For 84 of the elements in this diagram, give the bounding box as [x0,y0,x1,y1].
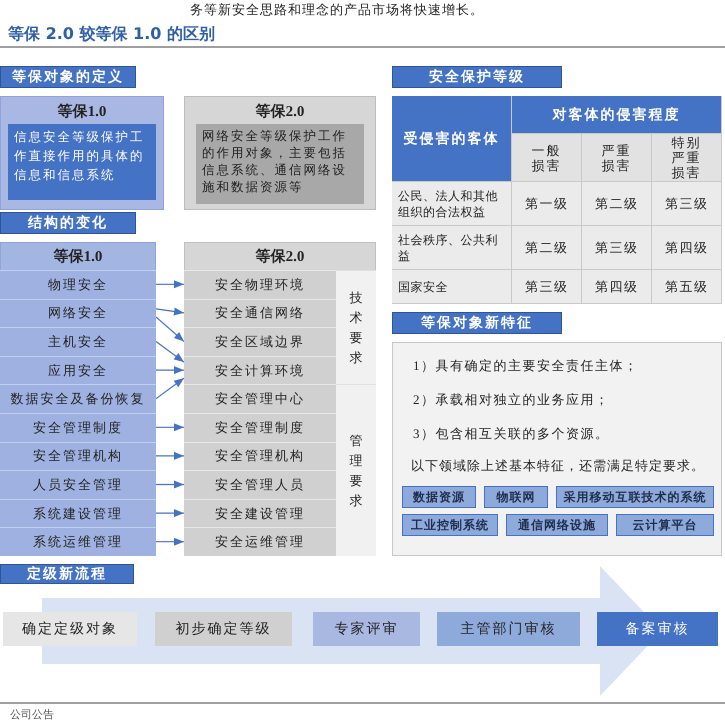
arrow [156,509,184,518]
domain-tag: 数据资源 [402,486,476,508]
note-text: 以下领域除上述基本特征，还需满足特定要求。 [411,457,705,475]
section-header: 定级新流程 [0,564,134,584]
source-note: 公司公告 [10,708,54,722]
process-step: 主管部门审核 [437,612,580,646]
table-cell: 第二级 [582,182,652,226]
requirement-row: 系统运维管理 [0,527,156,556]
requirement-row: 应用安全 [0,356,156,384]
list-item: 3）包含相互关联的多个资源。 [413,425,610,443]
process-step: 备案审核 [597,612,718,646]
requirement-row: 人员安全管理 [0,470,156,499]
definition-panel: 信息安全等级保护工作直接作用的具体的信息和信息系统 [8,124,156,200]
requirement-row: 数据安全及备份恢复 [0,384,156,413]
table-cell: 社会秩序、公共利益 [392,226,512,270]
requirement-column [0,242,156,556]
table-header-cell: 特别严重损害 [652,134,722,182]
list-item: 2）承载相对独立的业务应用； [413,391,610,409]
table-cell: 第四级 [652,226,722,270]
requirement-row: 系统建设管理 [0,498,156,528]
requirement-row: 安全区域边界 [184,327,336,356]
section-header: 安全保护等级 [392,66,562,88]
list-item: 1）具有确定的主要安全责任主体； [413,357,638,375]
table-cell: 第三级 [512,270,582,304]
requirement-row: 安全通信网络 [184,298,336,328]
table-cell: 国家安全 [392,270,512,304]
domain-tag: 通信网络设施 [506,514,608,536]
requirement-row: 安全管理机构 [184,442,336,470]
arrow [156,378,184,400]
requirement-column [184,242,376,556]
requirement-row: 安全管理中心 [184,384,336,413]
requirement-row: 物理安全 [0,270,156,299]
table-cell: 第四级 [582,270,652,304]
body-text: 务等新安全思路和理念的产品市场将快速增长。 [190,1,484,19]
definition-card [184,96,376,210]
requirement-row: 安全运维管理 [184,527,336,556]
requirement-row: 网络安全 [0,298,156,328]
requirement-row: 主机安全 [0,327,156,356]
requirement-row: 安全管理人员 [184,470,336,499]
card-heading: 等保1.0 [58,102,106,121]
arrow [156,423,184,432]
process-step: 初步确定等级 [155,612,292,646]
domain-tag: 工业控制系统 [402,514,498,536]
category-label: 管理要求 [336,384,376,556]
arrow [156,452,184,460]
arrow [156,366,184,374]
requirement-row: 安全建设管理 [184,498,336,528]
table-cell: 第三级 [652,182,722,226]
feature-panel [392,342,722,556]
domain-tag: 物联网 [484,486,548,508]
definition-card [0,96,164,210]
table-header-cell: 对客体的侵害程度 [512,96,722,134]
arrow [156,538,184,546]
process-step: 确定定级对象 [3,612,137,646]
definition-panel: 网络安全等级保护工作的作用对象，主要包括信息系统、通信网络设施和数据资源等 [196,124,364,204]
requirement-row: 安全管理机构 [0,442,156,470]
table-header-cell: 受侵害的客体 [392,96,512,182]
column-heading: 等保1.0 [54,248,102,266]
table-header-cell: 严重损害 [582,134,652,182]
table-cell: 第五级 [652,270,722,304]
section-header: 等保对象的定义 [0,66,136,88]
table-cell: 第一级 [512,182,582,226]
section-header: 结构的变化 [0,212,136,234]
arrow [156,480,184,488]
table-cell: 公民、法人和其他组织的合法权益 [392,182,512,226]
column-heading: 等保2.0 [256,248,304,266]
category-label: 技术要求 [336,270,376,384]
arrow [156,316,184,342]
process-step: 专家评审 [313,612,420,646]
table-cell: 第三级 [582,226,652,270]
card-heading: 等保2.0 [256,102,304,121]
domain-tag: 云计算平台 [616,514,714,536]
table-cell: 第二级 [512,226,582,270]
page-title: 等保 2.0 较等保 1.0 的区别 [8,24,215,45]
requirement-row: 安全管理制度 [184,413,336,442]
arrow [156,341,184,363]
arrow [156,308,184,316]
requirement-row: 安全计算环境 [184,356,336,384]
table-header-cell: 一般损害 [512,134,582,182]
section-header: 等保对象新特征 [392,312,562,334]
arrow [156,280,184,288]
domain-tag: 采用移动互联技术的系统 [556,486,714,508]
requirement-row: 安全物理环境 [184,270,336,299]
requirement-row: 安全管理制度 [0,413,156,442]
